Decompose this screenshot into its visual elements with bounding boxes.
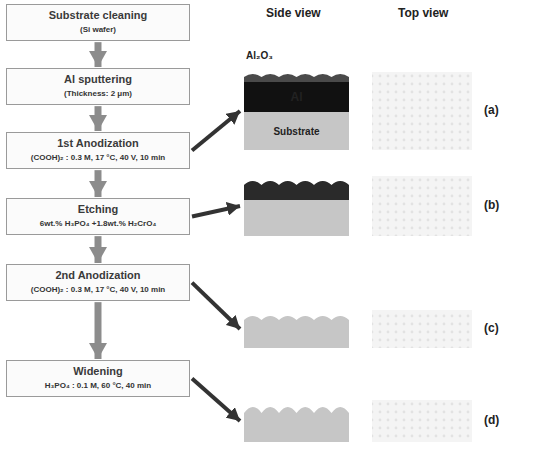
- column-heading: Top view: [398, 6, 448, 20]
- flow-arrow: [95, 42, 102, 67]
- flow-arrow: [95, 236, 102, 263]
- figure-letter: (d): [484, 413, 499, 427]
- step-title: 1st Anodization: [11, 137, 185, 151]
- flow-arrow: [95, 302, 102, 359]
- step-condition: 6wt.% H₃PO₄ +1.8wt.% H₂CrO₄: [11, 219, 185, 229]
- pointer-arrow: [192, 206, 240, 217]
- top-view-texture: [372, 400, 472, 442]
- process-box: Al sputtering (Thickness: 2 μm): [6, 68, 190, 105]
- process-box: 2nd Anodization (COOH)₂ : 0.3 M, 17 °C, 4…: [6, 264, 190, 301]
- top-view-texture: [372, 310, 472, 348]
- flow-arrow: [95, 106, 102, 131]
- material-layer: Substrate: [244, 112, 349, 150]
- layer-label: Al: [291, 90, 303, 104]
- pointer-arrow: [192, 379, 240, 421]
- step-title: Substrate cleaning: [11, 9, 185, 23]
- substrate-layer: [244, 407, 349, 442]
- layer-label: Substrate: [273, 126, 319, 137]
- step-title: Etching: [11, 203, 185, 217]
- step-title: Widening: [11, 365, 185, 379]
- top-view-image: [372, 310, 472, 348]
- substrate-layer: [244, 181, 349, 236]
- figure-letter: (c): [484, 321, 499, 335]
- step-condition: (COOH)₂ : 0.3 M, 17 °C, 40 V, 10 min: [11, 153, 185, 163]
- side-view-panel: (c): [244, 310, 349, 348]
- column-heading: Side view: [266, 6, 321, 20]
- step-condition: (Thickness: 2 μm): [11, 89, 185, 99]
- pointer-arrow: [192, 111, 240, 151]
- process-box: WideningH₃PO₄ : 0.1 M, 60 °C, 40 min: [6, 360, 190, 397]
- top-view-image: [372, 176, 472, 236]
- side-view-panel: (b): [244, 176, 349, 236]
- top-view-texture: [372, 72, 472, 150]
- flow-arrow: [95, 170, 102, 197]
- top-view-group: [372, 72, 472, 442]
- side-view-panel: (d): [244, 400, 349, 442]
- top-view-texture: [372, 176, 472, 236]
- step-title: Al sputtering: [11, 73, 185, 87]
- top-view-image: [372, 400, 472, 442]
- step-condition: (Si wafer): [11, 25, 185, 35]
- figure-letter: (b): [484, 198, 499, 212]
- process-box: 1st Anodization (COOH)₂ : 0.3 M, 17 °C, 4…: [6, 132, 190, 169]
- step-condition: H₃PO₄ : 0.1 M, 60 °C, 40 min: [11, 381, 185, 391]
- top-view-image: [372, 72, 472, 150]
- figure-letter: (a): [484, 103, 499, 117]
- process-box: Substrate cleaning (Si wafer): [6, 4, 190, 41]
- step-condition: (COOH)₂ : 0.3 M, 17 °C, 40 V, 10 min: [11, 285, 185, 295]
- substrate-layer: [244, 316, 349, 348]
- side-view-panel: (a)AlSubstrate: [244, 72, 349, 150]
- oxide-layer: [244, 181, 349, 200]
- layer-label: Al₂O₃: [246, 50, 273, 61]
- material-layer: Al: [244, 82, 349, 112]
- process-box: Etching 6wt.% H₃PO₄ +1.8wt.% H₂CrO₄: [6, 198, 190, 235]
- pointer-arrow: [192, 283, 240, 329]
- side-view-layers: [244, 74, 349, 442]
- step-title: 2nd Anodization: [11, 269, 185, 283]
